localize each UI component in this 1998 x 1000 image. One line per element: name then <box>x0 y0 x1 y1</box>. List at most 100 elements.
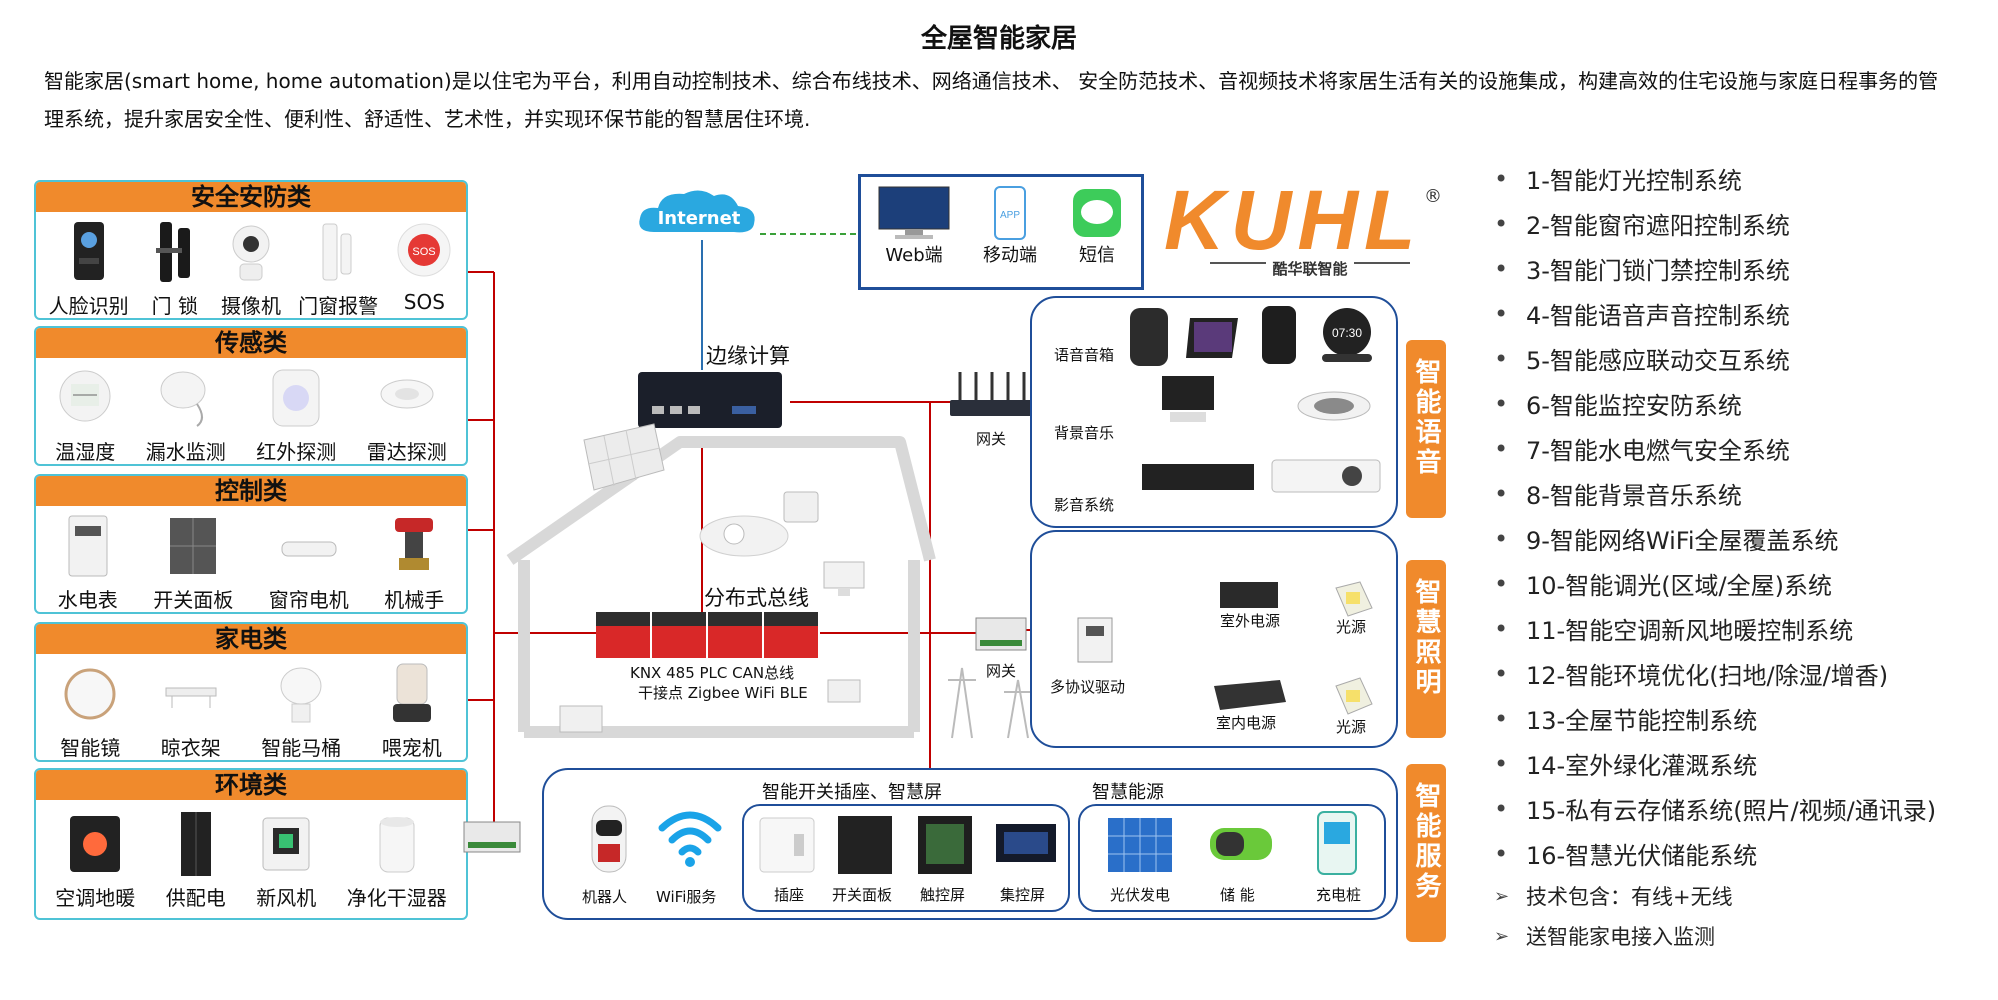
device-meter[interactable]: 水电表 <box>58 512 118 612</box>
projector-icon <box>1271 459 1381 493</box>
device-door-lock[interactable]: 门 锁 <box>146 218 204 318</box>
client-label: 短信 <box>1079 245 1115 266</box>
device-label: 净化干湿器 <box>346 886 447 910</box>
bus-protocols-line2: 干接点 Zigbee WiFi BLE <box>638 684 808 702</box>
bullet: • <box>1494 614 1509 643</box>
brand-sub-text: 酷华联智能 <box>1266 260 1354 278</box>
bullet: • <box>1494 434 1509 463</box>
switch-panel-icon <box>838 816 892 874</box>
client-web[interactable]: Web端 <box>877 185 951 267</box>
device-radar[interactable]: 雷达探测 <box>367 364 447 464</box>
device-smart-toilet[interactable]: 智能马桶 <box>261 660 341 760</box>
battery-storage-icon <box>1210 828 1272 860</box>
voice-box: 07:30 语音音箱 背景音乐 影音系统 <box>1030 296 1398 528</box>
pc-icon <box>823 561 865 596</box>
category-title: 安全安防类 <box>36 182 466 212</box>
device-power-distribution[interactable]: 供配电 <box>166 810 226 911</box>
screen-icon <box>827 679 861 703</box>
list-item: •2-智能窗帘遮阳控制系统 <box>1494 201 1994 246</box>
device-label: 供配电 <box>165 886 226 910</box>
client-sms[interactable]: 短信 <box>1069 185 1125 267</box>
device-label: 摄像机 <box>220 294 281 318</box>
list-item: •13-全屋节能控制系统 <box>1494 696 1994 741</box>
list-item: •8-智能背景音乐系统 <box>1494 471 1994 516</box>
system-item: 12-智能环境优化(扫地/除湿/增香) <box>1526 662 1889 690</box>
indoor-power-icon <box>1214 680 1286 710</box>
router-icon <box>783 491 819 523</box>
device-face-recognition[interactable]: 人脸识别 <box>48 218 129 318</box>
note-item: ➢送智能家电接入监测 <box>1494 916 1994 956</box>
fresh-air-panel-icon <box>262 817 310 871</box>
smart-speaker-icon <box>1130 308 1168 366</box>
system-item: 8-智能背景音乐系统 <box>1526 482 1742 510</box>
device-fresh-air[interactable]: 新风机 <box>256 810 316 911</box>
indoor-power-label: 室内电源 <box>1216 714 1277 732</box>
system-item: 6-智能监控安防系统 <box>1526 392 1742 420</box>
solar-power-icon <box>1108 818 1172 872</box>
bullet: • <box>1494 254 1509 283</box>
sms-icon <box>1073 189 1121 237</box>
system-item: 15-私有云存储系统(照片/视频/通讯录) <box>1526 797 1937 825</box>
list-item: •14-室外绿化灌溉系统 <box>1494 741 1994 786</box>
device-switch-panel[interactable]: 开关面板 <box>153 512 233 612</box>
energy-item-label: 光伏发电 <box>1110 886 1171 904</box>
touch-screen-icon <box>918 816 972 874</box>
system-item: 2-智能窗帘遮阳控制系统 <box>1526 212 1790 240</box>
system-item: 13-全屋节能控制系统 <box>1526 707 1758 735</box>
intro-text: 智能家居(smart home, home automation)是以住宅为平台… <box>44 69 1939 131</box>
system-item: 5-智能感应联动交互系统 <box>1526 347 1790 375</box>
lighting-gateway-label: 网关 <box>986 662 1017 680</box>
internet-label: Internet <box>657 208 741 229</box>
bullet: • <box>1494 659 1509 688</box>
device-leak-monitor[interactable]: 漏水监测 <box>146 364 226 464</box>
bullet: • <box>1494 839 1509 868</box>
device-curtain-motor[interactable]: 窗帘电机 <box>269 512 349 612</box>
system-item: 4-智能语音声音控制系统 <box>1526 302 1790 330</box>
system-item: 14-室外绿化灌溉系统 <box>1526 752 1758 780</box>
curtain-motor-icon <box>281 541 337 557</box>
switch-group-title: 智能开关插座、智慧屏 <box>762 782 942 803</box>
window-sensor-icon <box>322 223 352 281</box>
device-label: 晾衣架 <box>160 736 221 760</box>
device-camera[interactable]: 摄像机 <box>220 218 281 318</box>
device-temp-humidity[interactable]: 温湿度 <box>55 364 115 464</box>
bus-protocols-line1: KNX 485 PLC CAN总线 <box>630 664 795 682</box>
note-text: 技术包含：有线+无线 <box>1526 885 1733 909</box>
device-sos[interactable]: SOS SOS <box>395 218 453 318</box>
valve-manipulator-icon <box>395 518 434 570</box>
list-item: •4-智能语音声音控制系统 <box>1494 291 1994 336</box>
device-pet-feeder[interactable]: 喂宠机 <box>382 660 442 760</box>
energy-item-label: 储 能 <box>1220 886 1255 904</box>
client-label: Web端 <box>885 245 943 266</box>
camera-icon <box>232 225 270 281</box>
tag-smart-voice: 智能语音 <box>1406 340 1446 518</box>
client-mobile[interactable]: APP 移动端 <box>983 185 1037 267</box>
clothes-rack-icon <box>165 687 217 708</box>
device-label: 红外探测 <box>256 440 337 464</box>
brand-sub: 酷华联智能 <box>1210 258 1410 279</box>
device-manipulator[interactable]: 机械手 <box>384 512 444 612</box>
edge-label: 边缘计算 <box>706 344 790 368</box>
mirror-icon <box>64 668 116 720</box>
clock-speaker-icon: 07:30 <box>1322 308 1372 362</box>
clock-text: 07:30 <box>1332 326 1362 340</box>
device-clothes-rack[interactable]: 晾衣架 <box>160 660 221 760</box>
driver-label: 多协议驱动 <box>1050 678 1126 696</box>
device-label: SOS <box>403 290 445 314</box>
gateway-label: 网关 <box>976 430 1007 448</box>
bullet: • <box>1494 524 1509 553</box>
bullet: • <box>1494 164 1509 193</box>
switch-item-label: 开关面板 <box>832 886 893 904</box>
tag-smart-services: 智能服务 <box>1406 764 1446 942</box>
device-infrared[interactable]: 红外探测 <box>256 364 337 464</box>
bullet: • <box>1494 344 1509 373</box>
device-purifier[interactable]: 净化干湿器 <box>347 810 447 911</box>
door-lock-icon <box>155 222 190 282</box>
device-label: 人脸识别 <box>48 294 129 318</box>
device-window-alarm[interactable]: 门窗报警 <box>298 218 378 318</box>
bus-label: 分布式总线 <box>704 586 809 610</box>
robot-icon <box>591 805 627 873</box>
device-ac-heating[interactable]: 空调地暖 <box>55 810 135 911</box>
device-smart-mirror[interactable]: 智能镜 <box>60 660 120 760</box>
energy-item-label: 充电桩 <box>1316 886 1362 904</box>
